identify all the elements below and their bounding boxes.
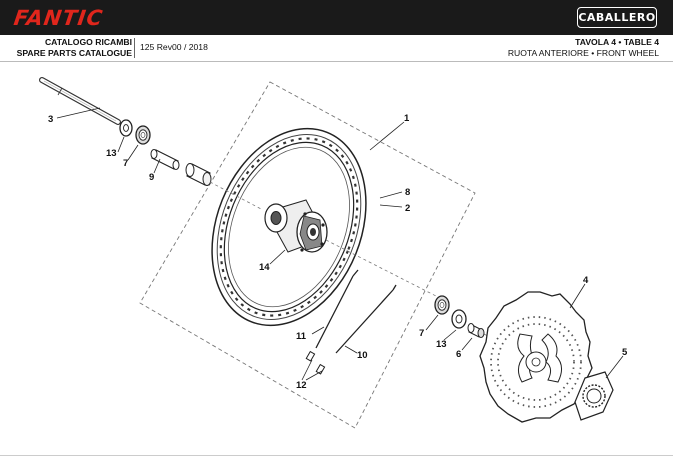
leader-lines bbox=[56, 107, 624, 381]
callout-12: 12 bbox=[296, 380, 307, 391]
callout-2: 2 bbox=[405, 203, 410, 214]
spoke-outer bbox=[335, 284, 397, 354]
callout-9: 9 bbox=[149, 172, 154, 183]
exploded-view-drawing: 3 13 7 9 1 8 2 14 11 10 12 7 13 6 4 5 bbox=[39, 77, 628, 429]
callout-5: 5 bbox=[622, 347, 628, 358]
callout-6: 6 bbox=[456, 349, 461, 360]
top-bar: FANTIC CABALLERO bbox=[0, 0, 673, 35]
bearing-right bbox=[434, 295, 450, 315]
callout-11: 11 bbox=[296, 331, 307, 342]
axis-line-right bbox=[325, 239, 437, 297]
table-subtitle: RUOTA ANTERIORE • FRONT WHEEL bbox=[507, 48, 659, 58]
revision-label: 125 Rev00 / 2018 bbox=[140, 42, 208, 52]
front-axle bbox=[39, 77, 121, 125]
callout-4: 4 bbox=[583, 275, 589, 286]
spoke-nipples bbox=[305, 350, 326, 375]
callout-3: 3 bbox=[48, 114, 53, 125]
assembly-boundary bbox=[139, 81, 476, 429]
axis-line-left bbox=[209, 181, 264, 211]
catalogue-header: CATALOGO RICAMBI SPARE PARTS CATALOGUE 1… bbox=[0, 35, 673, 62]
caballero-logo: CABALLERO bbox=[577, 7, 657, 28]
spacer-bushing bbox=[185, 163, 212, 186]
bearing-seal-right bbox=[451, 309, 467, 329]
catalogue-title-it: CATALOGO RICAMBI bbox=[44, 37, 132, 47]
callout-13-left: 13 bbox=[106, 148, 117, 159]
catalogue-titles: CATALOGO RICAMBI SPARE PARTS CATALOGUE bbox=[0, 37, 132, 59]
bearing-seal-left bbox=[119, 119, 133, 137]
callout-7-right: 7 bbox=[419, 328, 424, 339]
footer-rule bbox=[0, 455, 673, 456]
brake-disc bbox=[479, 291, 593, 423]
callout-1: 1 bbox=[404, 113, 410, 124]
table-number: TAVOLA 4 • TABLE 4 bbox=[575, 37, 659, 47]
catalogue-title-en: SPARE PARTS CATALOGUE bbox=[16, 48, 132, 58]
callout-7-left: 7 bbox=[123, 158, 128, 169]
hub-spacer-right bbox=[467, 323, 485, 338]
table-info: TAVOLA 4 • TABLE 4 RUOTA ANTERIORE • FRO… bbox=[508, 37, 659, 59]
callout-8: 8 bbox=[405, 187, 410, 198]
wheel-hub bbox=[264, 199, 328, 253]
callout-10: 10 bbox=[357, 350, 368, 361]
bearing-left bbox=[135, 125, 151, 145]
spoke-inner bbox=[315, 269, 359, 349]
header-divider bbox=[134, 38, 135, 58]
callout-13-right: 13 bbox=[436, 339, 447, 350]
callout-14: 14 bbox=[259, 262, 270, 273]
wheel-spacer bbox=[150, 149, 180, 170]
tone-wheel bbox=[574, 371, 614, 421]
fantic-logo: FANTIC bbox=[12, 6, 105, 30]
